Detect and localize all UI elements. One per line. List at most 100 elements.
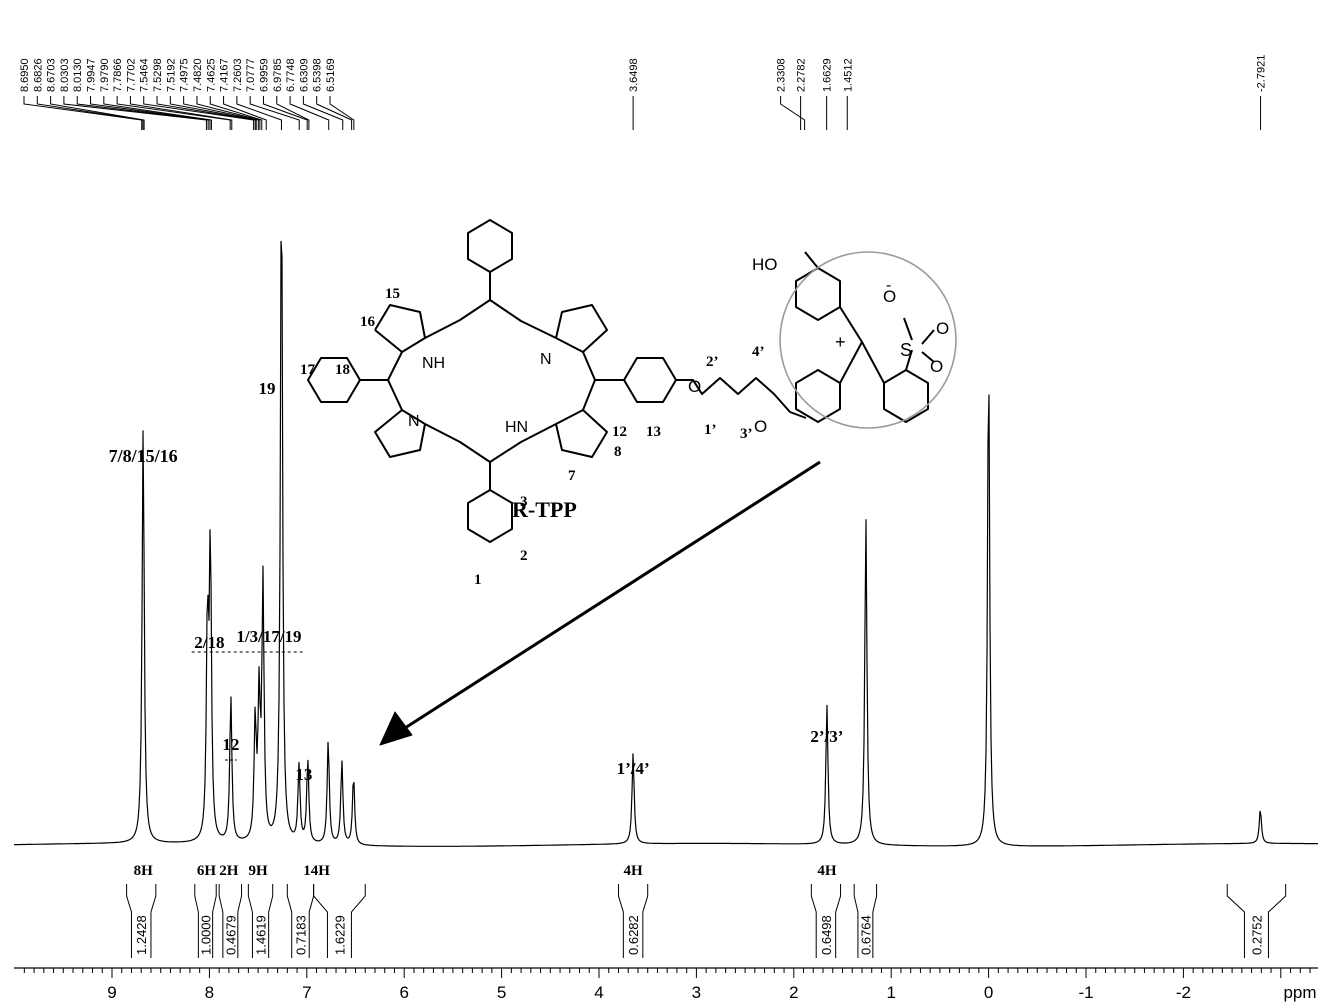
peak-list-value: 7.9947: [86, 58, 98, 92]
peak-list-value: 7.5192: [165, 58, 177, 92]
peak-list-connector: [36, 96, 144, 130]
peak-list-value: 8.6703: [46, 58, 58, 92]
integral-value: 0.6764: [858, 915, 873, 955]
atom-number-label: 4’: [752, 344, 765, 360]
x-tick-label: 8: [205, 983, 214, 1002]
peak-list-connector: [316, 96, 353, 130]
peak-list-value: 6.9959: [258, 58, 270, 92]
atom-number-label: 18: [335, 362, 350, 378]
heteroatom-label: NH: [422, 355, 445, 372]
integral-bracket: [268, 884, 274, 958]
proton-count: 9H: [249, 863, 269, 879]
peak-list-connector: [236, 96, 282, 130]
heteroatom-label: N: [408, 413, 420, 430]
hydroxyphenyl-ring: [795, 267, 841, 321]
peak-label: 13: [295, 765, 312, 784]
integral-bracket: [642, 884, 649, 958]
peak-label: 1’/4’: [617, 759, 650, 778]
peak-list-connector: [262, 96, 308, 130]
peak-list-value: 8.6950: [19, 58, 31, 92]
heteroatom-label: HO: [752, 255, 778, 274]
spectrum-trace: [13, 240, 1319, 847]
peak-list-connector: [143, 96, 255, 130]
peak-list-value: 6.5398: [312, 58, 324, 92]
integral-bracket: [1226, 884, 1245, 958]
phenyl-ring-top: [467, 219, 513, 273]
peak-list-connector: [196, 96, 261, 130]
peak-list-value: 6.9785: [272, 58, 284, 92]
peak-list-value: 7.7702: [125, 58, 137, 92]
peak-list-value: 8.0303: [59, 58, 71, 92]
integral-bracket: [810, 884, 817, 958]
integral-value: 0.4679: [223, 915, 238, 955]
peak-list-value: 7.4975: [179, 58, 191, 92]
integral-bracket: [872, 884, 878, 958]
peak-list-connector: [329, 96, 355, 130]
heteroatom-label: O: [930, 357, 943, 376]
highlight-circle: [779, 251, 957, 429]
peak-list-value: 8.6826: [32, 58, 44, 92]
butoxy-chain: [676, 377, 807, 419]
peak-list-connector: [76, 96, 209, 130]
heteroatom-label: -: [886, 277, 891, 294]
peak-list-value: 3.6498: [628, 58, 640, 92]
integral-bracket: [853, 884, 859, 958]
peak-list-connector: [103, 96, 212, 130]
x-tick-label: 9: [107, 983, 116, 1002]
sulfophenyl-ring: [883, 369, 929, 423]
peak-list-value: 2.3308: [776, 58, 788, 92]
x-tick-label: -2: [1176, 983, 1191, 1002]
x-tick-label: 0: [984, 983, 993, 1002]
atom-number-label: 1’: [704, 422, 717, 438]
atom-number-label: 13: [646, 424, 661, 440]
heteroatom-label: O: [883, 287, 896, 306]
x-tick-label: -1: [1078, 983, 1093, 1002]
peak-list-connector: [116, 96, 231, 130]
atom-number-label: 2’: [706, 354, 719, 370]
integral-bracket: [247, 884, 253, 958]
peak-list-value: 7.4820: [192, 58, 204, 92]
compound-name: R-TPP: [512, 497, 577, 522]
peak-list-value: 7.2603: [232, 58, 244, 92]
heteroatom-label: N: [540, 351, 552, 368]
integral-value: 1.4619: [254, 915, 269, 955]
peak-list-connector: [276, 96, 310, 130]
peak-list-value: -2.7921: [1256, 55, 1268, 92]
integral-bracket: [286, 884, 293, 958]
integral-bracket: [617, 884, 624, 958]
integral-bracket: [194, 884, 199, 958]
peak-list-value: 7.0777: [245, 58, 257, 92]
atom-number-label: 3: [520, 494, 528, 510]
highlight-arrow-head: [379, 711, 413, 746]
proton-count: 4H: [624, 863, 644, 879]
atom-number-label: 7: [568, 468, 576, 484]
peak-label: 7/8/15/16: [109, 446, 178, 466]
x-tick-label: 6: [399, 983, 408, 1002]
peak-list-connector: [129, 96, 233, 130]
integral-value: 0.6282: [626, 915, 641, 955]
integral-value: 1.2428: [134, 915, 149, 955]
integral-bracket: [350, 884, 366, 958]
x-tick-label: 3: [692, 983, 701, 1002]
peak-list-connector: [183, 96, 259, 130]
phenoxy-ring: [795, 369, 841, 423]
heteroatom-label: S: [900, 340, 912, 360]
proton-count: 2H: [219, 863, 239, 879]
peak-list-connector: [780, 96, 806, 130]
solvent-peak-label: 19: [258, 379, 275, 398]
heteroatom-label: O: [754, 417, 767, 436]
peak-list-value: 7.5464: [139, 58, 151, 92]
integral-bracket: [218, 884, 224, 958]
peak-list-value: 6.6309: [298, 58, 310, 92]
heteroatom-label: +: [835, 332, 846, 352]
integral-value: 0.7183: [293, 915, 308, 955]
phenyl-ring-bottom: [467, 489, 513, 543]
peak-list-connector: [63, 96, 207, 130]
integral-bracket: [212, 884, 217, 958]
peak-list-value: 7.7866: [112, 58, 124, 92]
peak-list-value: 7.9790: [99, 58, 111, 92]
peak-list-value: 2.2782: [796, 58, 808, 92]
